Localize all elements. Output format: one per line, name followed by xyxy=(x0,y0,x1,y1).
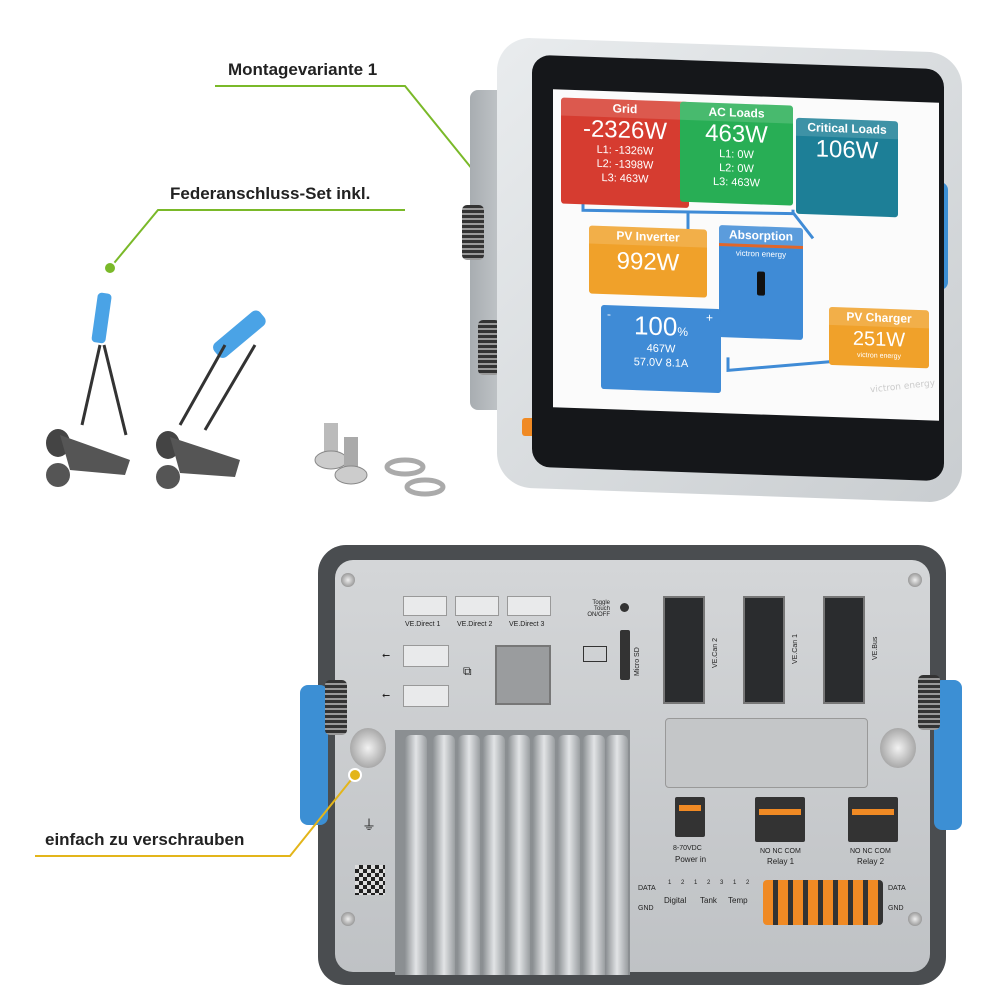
ve-direct-2-port[interactable] xyxy=(455,596,499,616)
ve-direct-3-label: VE.Direct 3 xyxy=(509,621,545,628)
ve-direct-1-port[interactable] xyxy=(403,596,447,616)
usb-icon: ⭠ xyxy=(382,690,390,701)
callout-mounting: Montagevariante 1 xyxy=(228,60,378,79)
callout-spring-set: Federanschluss-Set inkl. xyxy=(170,184,371,203)
qr-code xyxy=(355,865,385,895)
micro-sd-slot[interactable] xyxy=(620,630,630,680)
spring-clip-upper xyxy=(462,205,484,260)
spring-clip-lower xyxy=(478,320,500,375)
usb-port-1[interactable] xyxy=(403,645,449,667)
rear-spring-right xyxy=(918,675,940,730)
mounting-screw-right xyxy=(880,728,916,768)
relay-1-pins: NO NC COM xyxy=(760,848,801,855)
heatsink-fin xyxy=(483,735,505,975)
rear-left-bracket xyxy=(300,685,328,825)
power-voltage-label: 8-70VDC xyxy=(673,845,702,852)
mounting-screw-left xyxy=(350,728,386,768)
heatsink-fin xyxy=(508,735,530,975)
spring-callout-line xyxy=(109,209,405,269)
heatsink-fin xyxy=(606,735,628,975)
heatsink-fin xyxy=(558,735,580,975)
spring-callout-dot xyxy=(103,261,117,275)
digital-label: Digital xyxy=(664,896,687,905)
relay-1-connector[interactable] xyxy=(755,797,805,842)
ve-direct-1-label: VE.Direct 1 xyxy=(405,621,441,628)
io-numbers: 1 2 1 2 3 1 2 xyxy=(668,880,754,886)
data-label-left: DATA xyxy=(638,885,656,892)
rear-spring-left xyxy=(325,680,347,735)
relay-2-pins: NO NC COM xyxy=(850,848,891,855)
power-in-label: Power in xyxy=(675,855,707,864)
sd-card-icon xyxy=(583,646,607,662)
relay-2-label: Relay 2 xyxy=(857,857,885,866)
ve-direct-3-port[interactable] xyxy=(507,596,551,616)
spring-clips-image xyxy=(46,292,266,489)
data-label-right: DATA xyxy=(888,885,906,892)
tank-label: Tank xyxy=(700,896,717,905)
screw-callout-line xyxy=(35,774,356,857)
ve-can-1-ports[interactable] xyxy=(743,596,785,704)
temp-label: Temp xyxy=(728,896,748,905)
screw-callout-dot xyxy=(348,768,362,782)
ethernet-port[interactable] xyxy=(495,645,551,705)
toggle-touch-button[interactable] xyxy=(620,603,629,612)
heatsink-fin xyxy=(433,735,455,975)
usb-port-2[interactable] xyxy=(403,685,449,707)
screws-washers-image xyxy=(314,423,446,497)
heatsink-fin xyxy=(405,735,427,975)
ground-icon: ⏚ xyxy=(362,817,376,833)
heatsink-fin xyxy=(583,735,605,975)
heatsink-fin xyxy=(458,735,480,975)
label-area xyxy=(665,718,868,788)
io-connector[interactable] xyxy=(763,880,883,925)
ve-bus-ports[interactable] xyxy=(823,596,865,704)
corner-screw xyxy=(908,912,922,926)
relay-1-label: Relay 1 xyxy=(767,857,795,866)
network-icon: ⧉ xyxy=(463,664,472,678)
gnd-label-right: GND xyxy=(888,905,904,912)
toggle-touch-label: Toggle Touch ON/OFF xyxy=(587,600,610,618)
display[interactable]: Grid -2326W L1: -1326W L2: -1398W L3: 46… xyxy=(553,89,939,421)
callout-screw: einfach zu verschrauben xyxy=(45,830,245,849)
relay-2-connector[interactable] xyxy=(848,797,898,842)
power-in-connector[interactable] xyxy=(675,797,705,837)
corner-screw xyxy=(341,912,355,926)
heatsink-fin xyxy=(533,735,555,975)
gnd-label-left: GND xyxy=(638,905,654,912)
corner-screw xyxy=(908,573,922,587)
corner-screw xyxy=(341,573,355,587)
ve-can-2-ports[interactable] xyxy=(663,596,705,704)
usb-icon: ⭠ xyxy=(382,650,390,661)
ve-direct-2-label: VE.Direct 2 xyxy=(457,621,493,628)
